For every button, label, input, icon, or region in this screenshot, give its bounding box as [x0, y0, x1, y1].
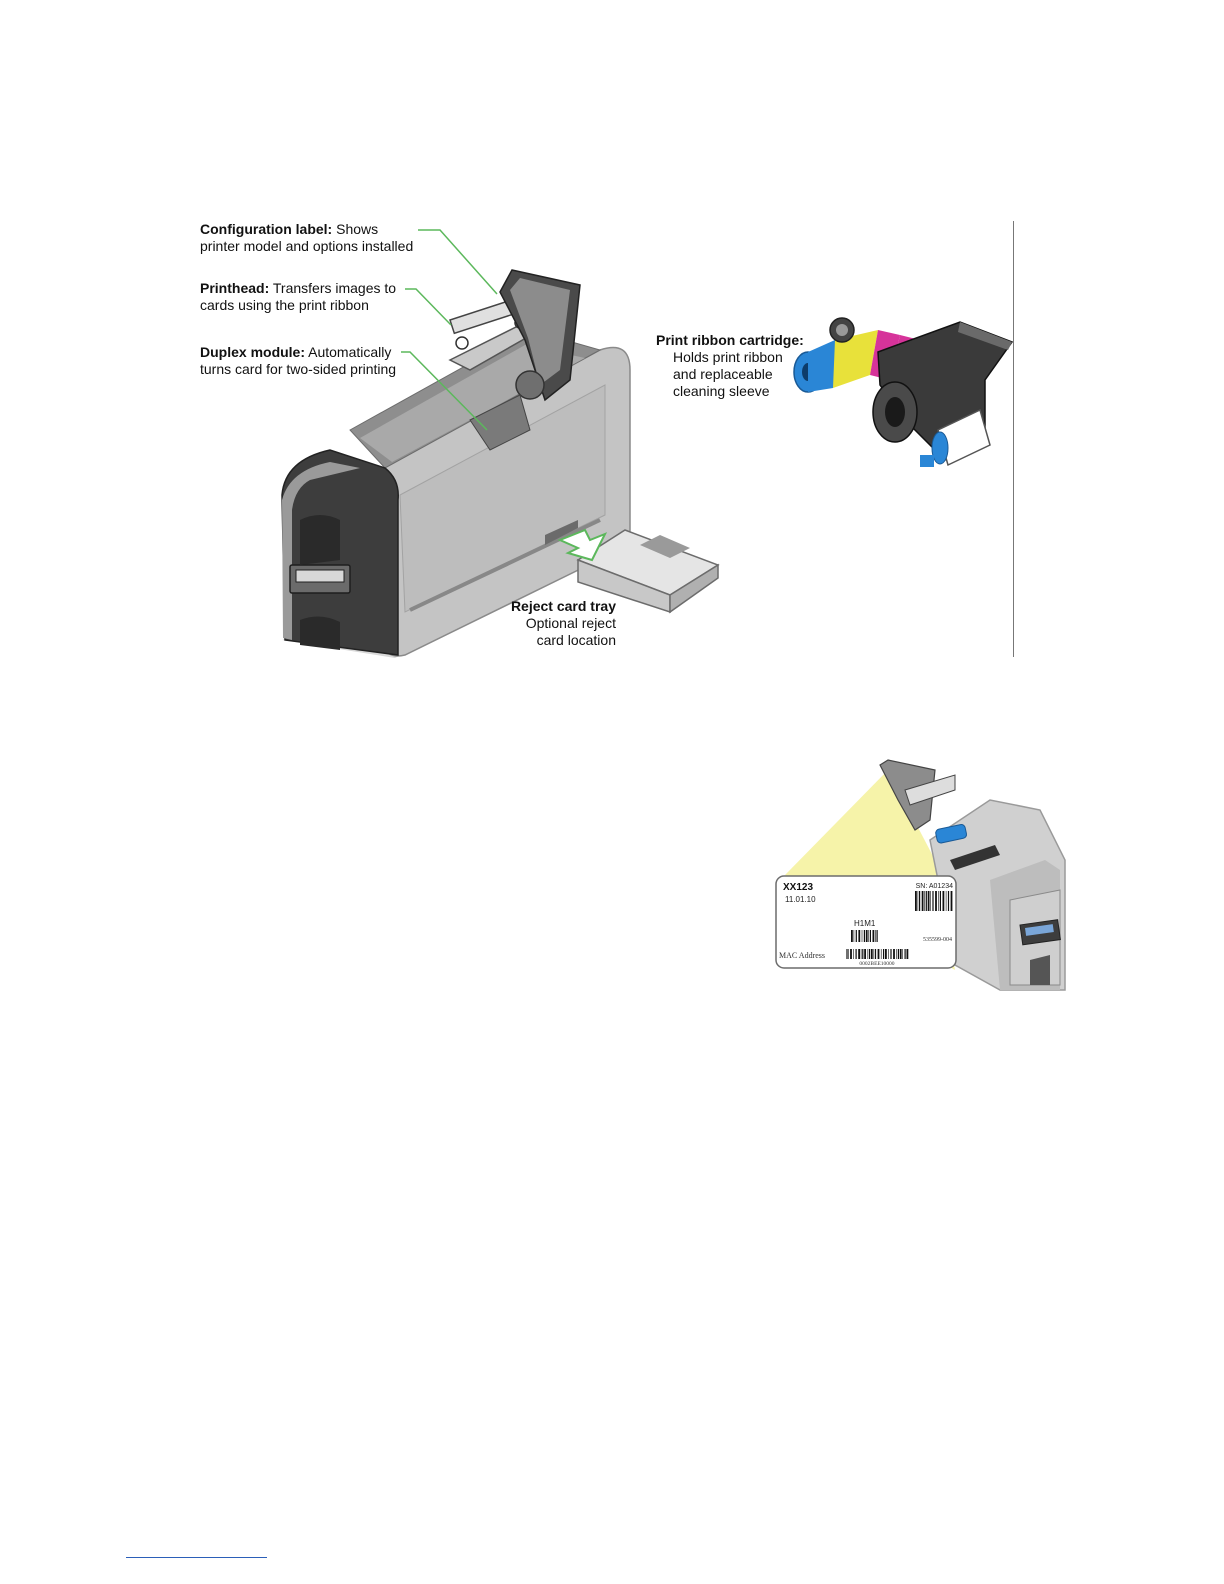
callout-ribbon-desc-2: and replaceable — [673, 366, 773, 382]
footnote-rule — [126, 1557, 267, 1558]
label-model: XX123 — [783, 882, 813, 893]
callout-reject-desc-2: card location — [536, 632, 616, 648]
callout-print-ribbon-cartridge: Print ribbon cartridge: Holds print ribb… — [656, 332, 816, 400]
callout-ribbon-desc-3: cleaning sleeve — [673, 383, 770, 399]
callout-duplex-desc-2: turns card for two-sided printing — [200, 361, 397, 377]
reject-card-tray — [576, 529, 720, 614]
print-ribbon-cartridge — [793, 317, 1014, 467]
card-printer — [281, 269, 631, 658]
callout-reject-card-tray: Reject card tray Optional reject card lo… — [470, 598, 616, 649]
callout-duplex-title: Duplex module: — [200, 344, 306, 360]
label-part-number: 535599-004 — [923, 937, 952, 943]
callout-config-desc-1: Shows — [332, 221, 379, 237]
barcode-option — [851, 930, 878, 942]
callout-printhead-desc-2: cards using the print ribbon — [200, 297, 369, 313]
callout-config-desc-2: printer model and options installed — [200, 238, 414, 254]
callout-printhead: Printhead: Transfers images to cards usi… — [200, 280, 410, 314]
callout-configuration-label: Configuration label: Shows printer model… — [200, 221, 430, 255]
config-label-inset: XX123 11.01.10 SN: A01234 H1M1 535599-00… — [775, 759, 1066, 991]
label-mac-value: 0002BEE10000 — [859, 961, 894, 967]
insert-arrow-icon — [557, 528, 608, 562]
callout-ribbon-desc-1: Holds print ribbon — [673, 349, 783, 365]
label-option-code: H1M1 — [854, 919, 876, 928]
callout-reject-title: Reject card tray — [510, 598, 616, 614]
label-serial: SN: A01234 — [916, 883, 953, 890]
callout-duplex-module: Duplex module: Automatically turns card … — [200, 344, 410, 378]
callout-config-title: Configuration label: — [200, 221, 333, 237]
callout-printhead-desc-1: Transfers images to — [269, 280, 397, 296]
callout-reject-desc-1: Optional reject — [525, 615, 616, 631]
label-mac-caption: MAC Address — [779, 951, 825, 960]
label-date: 11.01.10 — [785, 895, 816, 904]
barcode-serial — [915, 891, 953, 911]
callout-duplex-desc-1: Automatically — [305, 344, 392, 360]
callout-ribbon-title: Print ribbon cartridge: — [656, 332, 804, 348]
leader-lines — [401, 229, 498, 431]
callout-printhead-title: Printhead: — [200, 280, 270, 296]
barcode-mac — [846, 949, 909, 959]
figure-divider — [1013, 221, 1014, 657]
